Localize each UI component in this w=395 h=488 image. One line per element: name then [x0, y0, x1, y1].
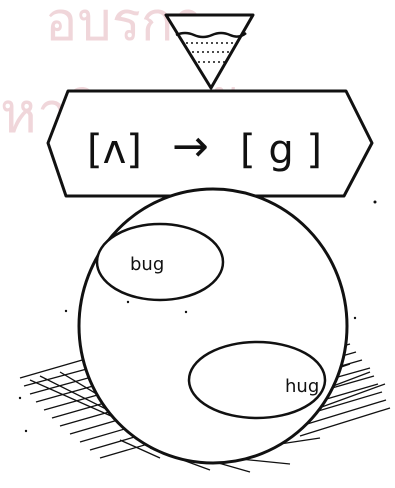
rule-left-segment: [ʌ] — [87, 127, 142, 173]
bug-label: bug — [130, 254, 164, 275]
rule-right-segment: [ g ] — [240, 127, 322, 173]
hug-label: hug — [285, 376, 319, 397]
rule-arrow: → — [172, 121, 209, 172]
sphere — [79, 189, 347, 463]
